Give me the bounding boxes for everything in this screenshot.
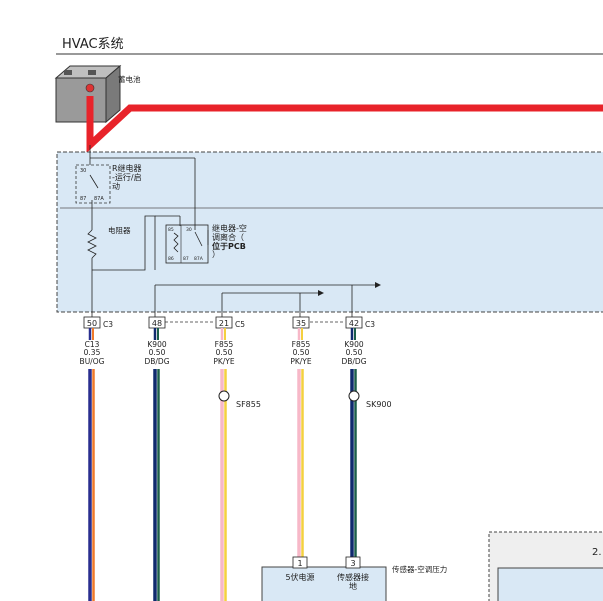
- relay-ac-pin87: 87: [183, 256, 189, 262]
- wire-gauge: 0.50: [149, 348, 166, 357]
- battery-icon: [54, 64, 122, 124]
- pin-number: 48: [152, 319, 162, 328]
- relay-ac-pin30: 30: [186, 227, 192, 233]
- sensor-label-ground: 传感器接: [337, 572, 369, 582]
- wire-gauge: 0.50: [346, 348, 363, 357]
- internal-wiring: [87, 145, 375, 318]
- wire-color: DB/DG: [341, 357, 366, 366]
- relay-ac-switch: [194, 231, 203, 247]
- relay-r-pin87: 87: [80, 196, 86, 202]
- wire-gauge: 0.50: [216, 348, 233, 357]
- wire-group: [88, 328, 357, 601]
- relay-ac-pin85: 85: [168, 227, 174, 233]
- wire-circuit: K900: [147, 340, 166, 349]
- relay-ac-box: [165, 224, 209, 264]
- connector-id: C3: [103, 320, 113, 329]
- arrow-icon: [318, 290, 324, 296]
- arrow-icon: [375, 282, 381, 288]
- sensor-title: 传感器-空调压力: [392, 564, 447, 574]
- relay-coil-icon: [173, 232, 179, 253]
- relay-ac-pin87a: 87A: [194, 256, 204, 262]
- power-wire-red: [86, 96, 603, 154]
- wire-color: BU/OG: [80, 357, 105, 366]
- splice-sk900-label: SK900: [366, 400, 392, 409]
- wire-circuit: K900: [344, 340, 363, 349]
- wire-color: PK/YE: [213, 357, 235, 366]
- sensor-pin3-box: [345, 556, 361, 569]
- wire-circuit: F855: [215, 340, 234, 349]
- wire-circuit: C13: [85, 340, 100, 349]
- battery-label: 蓄电池: [118, 74, 141, 84]
- relay-ac-pin86: 86: [168, 256, 174, 262]
- pin-number: 21: [219, 319, 229, 328]
- relay-r-box: [75, 164, 111, 204]
- relay-r-switch: [89, 174, 99, 189]
- pressure-sensor-box: [261, 566, 387, 601]
- resistor-label: 电阻器: [108, 225, 131, 235]
- connector-id: C5: [235, 320, 245, 329]
- splice-sf855-icon: [218, 390, 230, 402]
- page-title: HVAC系统: [62, 37, 124, 52]
- relay-r-label: R继电器: [112, 163, 142, 173]
- wire-color: DB/DG: [144, 357, 169, 366]
- sensor-label-5v: 5伏电源: [285, 572, 314, 582]
- right-module-label: 2.: [592, 547, 602, 558]
- right-module-inner: [497, 567, 603, 601]
- pin-number: 35: [296, 319, 306, 328]
- relay-r-label: 动: [112, 181, 120, 191]
- splice-sf855-label: SF855: [236, 400, 261, 409]
- relay-ac-label: 调离合（: [212, 232, 244, 242]
- connector-id: C3: [365, 320, 375, 329]
- sensor-label-ground: 地: [349, 581, 357, 591]
- relay-r-label: -运行/启: [112, 172, 142, 182]
- wire-gauge: 0.35: [84, 348, 101, 357]
- relay-r-pin87a: 87A: [94, 196, 104, 202]
- sensor-pin1: 1: [297, 559, 302, 568]
- wire-circuit: F855: [292, 340, 311, 349]
- wire-gauge: 0.50: [293, 348, 310, 357]
- sensor-pin3: 3: [350, 559, 355, 568]
- relay-r-pin30: 30: [80, 168, 86, 174]
- pin-number: 50: [87, 319, 97, 328]
- relay-ac-label: ）: [212, 250, 220, 259]
- wire-color: PK/YE: [290, 357, 312, 366]
- pin-number: 42: [349, 319, 359, 328]
- relay-ac-label: 继电器-空: [212, 223, 247, 233]
- relay-ac-label: 位于PCB: [212, 241, 246, 251]
- sensor-pin1-box: [292, 556, 308, 569]
- splice-sk900-icon: [348, 390, 360, 402]
